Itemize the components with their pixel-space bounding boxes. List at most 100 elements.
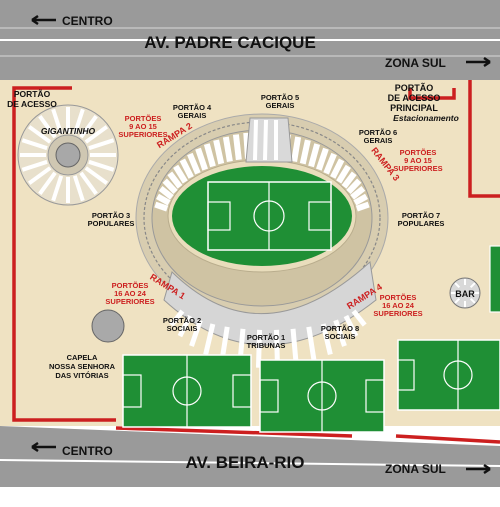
portao-acesso-principal-2: DE ACESSO xyxy=(388,93,441,103)
seating-stripe xyxy=(27,166,52,185)
seating-stripe xyxy=(173,164,188,184)
superiores-top-right-2: 9 AO 15 xyxy=(404,156,432,165)
portao1-label-2: TRIBUNAS xyxy=(247,341,286,350)
gigantinho-arena: GIGANTINHO xyxy=(17,104,119,206)
training-field-3 xyxy=(397,339,500,411)
estacionamento-label: Estacionamento xyxy=(393,113,459,123)
portao3-label-1: PORTÃO 3 xyxy=(92,211,130,220)
arrow-left-icon xyxy=(31,441,56,453)
superiores-bottom-right-1: PORTÕES xyxy=(380,293,417,302)
main-soccer-field xyxy=(207,181,332,251)
seating-stripe xyxy=(21,159,48,172)
top-road-left-direction: CENTRO xyxy=(62,14,113,28)
arrow-right-icon xyxy=(466,56,491,68)
seating-stripe xyxy=(330,158,345,179)
superiores-bottom-right-3: SUPERIORES xyxy=(373,309,422,318)
superiores-bottom-left-2: 16 AO 24 xyxy=(114,289,147,298)
seating-stripe xyxy=(454,297,461,304)
seating-stripe xyxy=(469,282,476,289)
portao2-label-1: PORTÃO 2 xyxy=(163,316,201,325)
seating-stripe xyxy=(346,178,362,194)
seating-stripe xyxy=(179,158,194,179)
portao7-label-1: PORTÃO 7 xyxy=(402,211,440,220)
seating-stripe xyxy=(323,152,337,175)
seating-stripe xyxy=(21,138,48,151)
seating-stripe xyxy=(320,323,333,356)
top-road-name: AV. PADRE CACIQUE xyxy=(144,33,316,52)
seating-stripe xyxy=(51,175,64,202)
bottom-road-right-direction: ZONA SUL xyxy=(385,462,446,476)
seating-stripe xyxy=(84,125,109,144)
arrow-left-icon xyxy=(31,14,56,26)
seating-stripe xyxy=(88,138,115,151)
superiores-bottom-right-2: 16 AO 24 xyxy=(382,301,415,310)
capela-label-3: DAS VITÓRIAS xyxy=(55,371,108,380)
portao2-label-2: SOCIAIS xyxy=(167,324,198,333)
seating-stripe xyxy=(79,171,98,196)
portao4-label-2: GERAIS xyxy=(178,111,207,120)
seating-stripe xyxy=(203,143,216,168)
bottom-road-left-direction: CENTRO xyxy=(62,444,113,458)
seating-stripe xyxy=(72,108,85,135)
portao4-label-1: PORTÃO 4 xyxy=(173,103,212,112)
portao3-label-2: POPULARES xyxy=(88,219,135,228)
portao8-label-1: PORTÃO 8 xyxy=(321,324,359,333)
seating-stripe xyxy=(291,136,302,162)
seating-stripe xyxy=(350,185,366,200)
seating-stripe xyxy=(189,319,203,347)
seating-stripe xyxy=(469,297,476,304)
seating-stripe xyxy=(27,125,52,144)
portao-acesso-principal-1: PORTÃO xyxy=(395,83,434,93)
seating-stripe xyxy=(88,159,115,172)
seating-stripe xyxy=(306,326,317,362)
bottom-road-name: AV. BEIRA-RIO xyxy=(185,453,304,472)
portao-acesso-principal-3: PRINCIPAL xyxy=(390,103,438,113)
seating-stripe xyxy=(333,319,347,347)
training-fields xyxy=(122,245,500,433)
seating-stripe xyxy=(336,164,351,184)
seating-stripe xyxy=(232,134,242,161)
seating-stripe xyxy=(38,114,57,139)
seating-stripe xyxy=(72,175,85,202)
superiores-top-left-2: 9 AO 15 xyxy=(129,122,157,131)
perimeter-wall xyxy=(12,80,500,444)
gigantinho-label: GIGANTINHO xyxy=(41,126,96,136)
superiores-bottom-left-1: PORTÕES xyxy=(112,281,149,290)
seating-stripe xyxy=(169,309,185,327)
portao1-label-1: PORTÃO 1 xyxy=(247,333,285,342)
portao6-label-1: PORTÃO 6 xyxy=(359,128,397,137)
top-road-right-direction: ZONA SUL xyxy=(385,56,446,70)
seating-stripe xyxy=(454,282,461,289)
arrow-right-icon xyxy=(466,463,491,475)
capela-building xyxy=(91,309,125,343)
superiores-top-left-1: PORTÕES xyxy=(125,114,162,123)
seating-stripe xyxy=(351,309,367,327)
seating-stripe xyxy=(167,171,183,189)
seating-stripe xyxy=(308,143,321,168)
capela-label-1: CAPELA xyxy=(67,353,98,362)
portao7-label-2: POPULARES xyxy=(398,219,445,228)
seating-stripe xyxy=(84,166,109,185)
seating-stripe xyxy=(177,314,193,338)
capela-label-2: NOSSA SENHORA xyxy=(49,362,116,371)
superiores-top-right-3: SUPERIORES xyxy=(393,164,442,173)
seating-stripe xyxy=(162,178,178,194)
seating-stripe xyxy=(203,323,216,356)
seating-stripe xyxy=(156,193,171,206)
bar-label: BAR xyxy=(455,289,475,299)
seating-stripe xyxy=(343,314,359,338)
seating-stripe xyxy=(222,136,233,162)
portao-acesso-left-2: DE ACESSO xyxy=(7,99,57,109)
portao5-label-1: PORTÃO 5 xyxy=(261,93,299,102)
seating-stripe xyxy=(213,139,225,165)
portao8-label-2: SOCIAIS xyxy=(325,332,356,341)
seating-stripe xyxy=(355,201,370,212)
bottom-road: CENTRO AV. BEIRA-RIO ZONA SUL xyxy=(0,426,500,487)
seating-stripe xyxy=(255,329,263,368)
seating-stripe xyxy=(154,201,169,212)
portao-acesso-left-1: PORTÃO xyxy=(14,89,51,99)
seating-stripe xyxy=(187,152,201,175)
seating-stripe xyxy=(158,185,174,200)
top-road: CENTRO AV. PADRE CACIQUE ZONA SUL xyxy=(0,0,500,80)
seating-stripe xyxy=(341,171,357,189)
